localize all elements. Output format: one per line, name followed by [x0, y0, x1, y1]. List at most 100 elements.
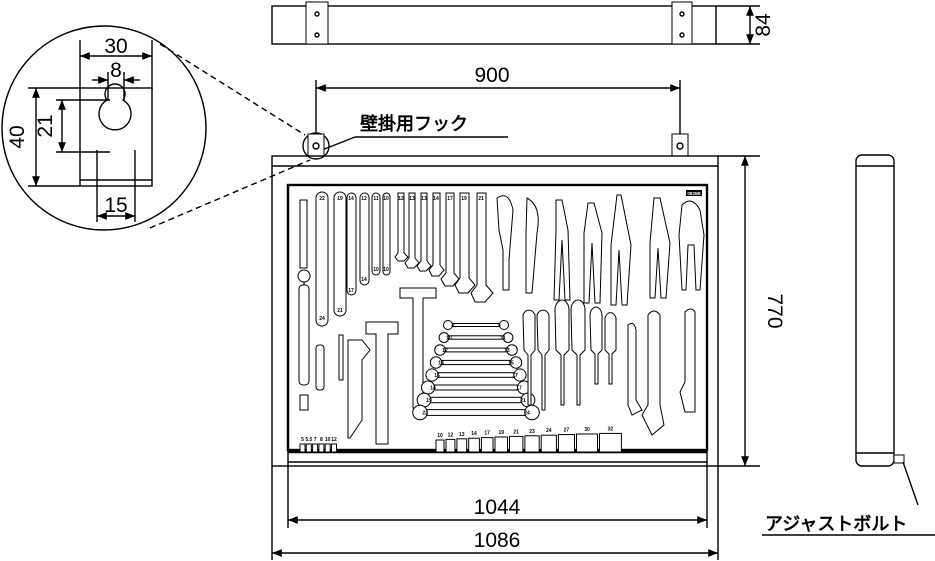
wrench-size-label: 14 [438, 361, 444, 367]
hammer-large [365, 321, 399, 445]
socket [324, 443, 331, 453]
wrench-size-label: 10 [383, 267, 389, 273]
adjustable-wrench-small [627, 322, 643, 416]
wrench-size-label: 19 [337, 196, 343, 202]
wrench-size-label: 21 [478, 196, 484, 202]
wrench-size-label: 22 [319, 196, 325, 202]
socket [305, 443, 312, 453]
svg-text:0835B: 0835B [687, 191, 701, 196]
svg-text:1044: 1044 [474, 496, 521, 519]
wrench-jaw [506, 344, 518, 356]
socket [312, 443, 319, 453]
svg-text:8: 8 [110, 59, 122, 82]
svg-text:1086: 1086 [474, 529, 521, 552]
svg-text:21: 21 [34, 114, 57, 137]
dim-hook-spacing: 900 [315, 64, 681, 140]
wrench-size-label: 24 [319, 316, 325, 322]
wrench-size-label: 17 [512, 373, 518, 379]
wrench-size-label: 19 [426, 398, 432, 404]
socket [456, 438, 468, 453]
open-end-wrench [419, 409, 533, 416]
wrench-size-label: 14 [433, 196, 439, 202]
wrench-jaw [434, 344, 446, 356]
socket-size-label: 12 [331, 437, 337, 443]
open-end-wrench [431, 372, 521, 378]
wrench-size-label: 14 [361, 277, 367, 283]
socket [299, 443, 306, 453]
socket [331, 443, 337, 453]
dim-770: 770 [718, 155, 786, 467]
socket-size-label: 24 [546, 428, 552, 434]
socket-size-label: 5.5 [305, 437, 312, 443]
dim-84: 84 [752, 13, 775, 37]
wrench-jaw [513, 368, 527, 382]
hook-detail: 30 8 40 21 15 [1, 25, 330, 231]
wrench-size-label: 12 [442, 348, 448, 354]
wrench-jaw [443, 320, 453, 330]
wrench-size-label: 11 [500, 336, 506, 342]
socket [599, 432, 622, 453]
socket-size-label: 5 [301, 437, 304, 443]
pliers [496, 194, 705, 306]
wrench-size-label: 10 [373, 267, 379, 273]
wrench-size-label: 13 [409, 196, 415, 202]
hook-bracket-top-right [671, 1, 693, 45]
open-end-wrench [435, 359, 517, 366]
socket [494, 436, 508, 453]
socket [468, 437, 480, 453]
wrench-jaw [499, 320, 509, 330]
wrench-size-label: 10 [446, 336, 452, 342]
open-end-wrench [423, 396, 529, 404]
socket-size-label: 7 [314, 437, 317, 443]
wrench-size-label: 21 [520, 398, 526, 404]
socket-size-label: 10 [437, 433, 443, 439]
socket [318, 443, 325, 453]
wrench-size-label: 17 [348, 288, 354, 294]
socket-size-label: 19 [498, 430, 504, 436]
board-badge [686, 190, 702, 196]
combination-wrenches [315, 191, 494, 327]
open-end-wrench [443, 335, 509, 340]
dim-widths: 1044 1086 [271, 466, 719, 560]
wrench-size-label: 21 [337, 308, 343, 314]
open-end-wrench [439, 347, 513, 353]
wrench-jaw [429, 356, 443, 369]
svg-text:アジャストボルト: アジャストボルト [765, 514, 907, 535]
wrench-jaw [524, 404, 540, 421]
socket [435, 439, 445, 453]
keyhole-slot [98, 83, 132, 131]
wrench-jaw [438, 332, 450, 343]
wrench-size-label: 13 [504, 348, 510, 354]
socket-size-label: 12 [448, 432, 454, 438]
wrench-size-label: 19 [461, 196, 467, 202]
socket [524, 435, 540, 453]
socket-size-label: 10 [325, 437, 331, 443]
wrench-size-label: 14 [430, 386, 436, 392]
wrench-size-label: 10 [383, 196, 389, 202]
wrench-size-label: 14 [348, 196, 354, 202]
socket [540, 434, 557, 453]
svg-text:40: 40 [6, 125, 29, 148]
wrench-size-label: 22 [422, 411, 428, 417]
socket [557, 434, 576, 453]
top-view: 84 [271, 1, 775, 45]
screwdriver-handle [315, 344, 325, 391]
wrench-size-label: 13 [421, 196, 427, 202]
svg-text:壁掛用フック: 壁掛用フック [360, 113, 468, 135]
wrench-size-label: 9 [498, 323, 501, 329]
socket-size-label: 23 [529, 429, 535, 435]
socket-size-label: 21 [513, 429, 519, 435]
open-end-wrench [427, 384, 525, 391]
adjustable-wrench-large [641, 310, 665, 436]
socket-size-label: 32 [608, 426, 614, 432]
socket [445, 438, 456, 453]
wrench-jaw [425, 368, 439, 382]
svg-text:15: 15 [104, 194, 127, 217]
wrench-jaw [502, 332, 514, 343]
wrench-size-label: 17 [516, 386, 522, 392]
wrench-size-label: 11 [373, 196, 379, 202]
